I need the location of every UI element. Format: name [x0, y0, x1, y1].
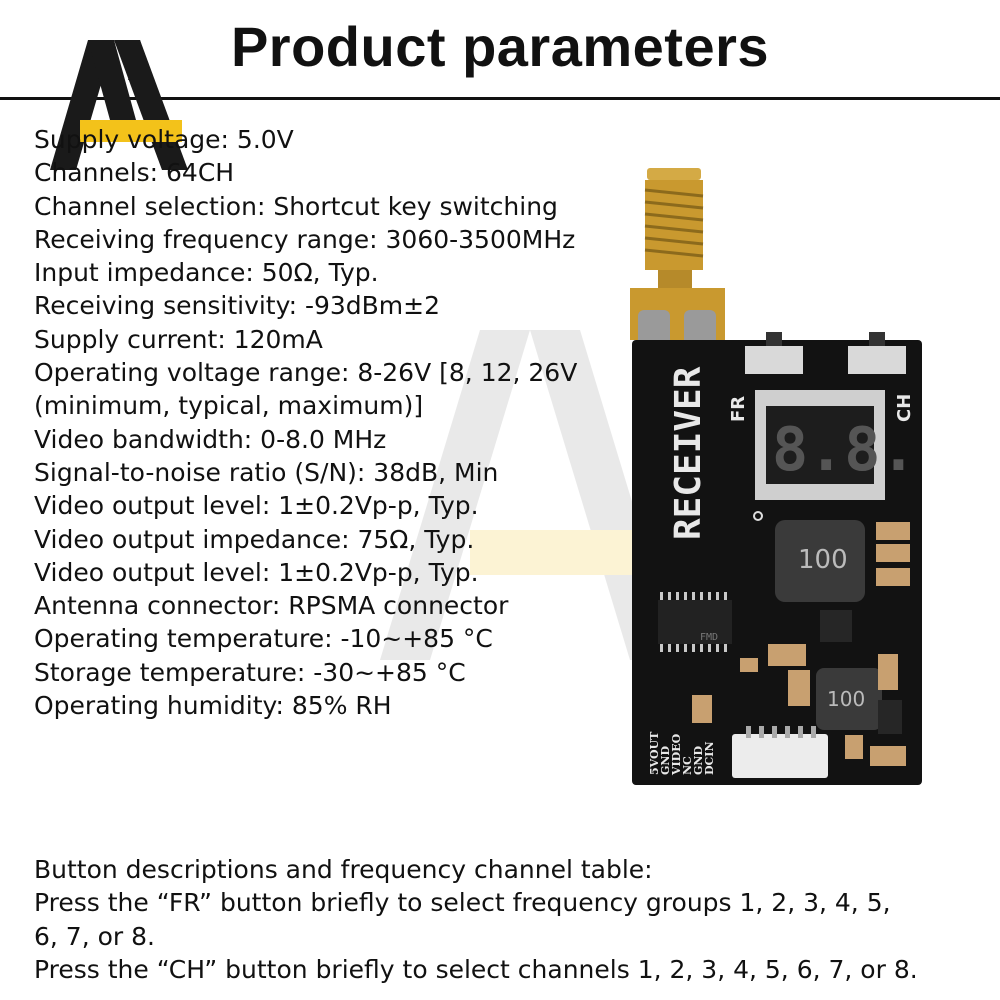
fr-description: Press the “FR” button briefly to select …: [34, 888, 891, 918]
spec-item: Video output level: 1±0.2Vp-p, Typ.: [34, 491, 479, 521]
receiver-board-image: RECEIVER FR CH 8.8. 100 100 FMD 5VOUT GN…: [630, 168, 922, 785]
spec-item: Video output level: 1±0.2Vp-p, Typ.: [34, 557, 479, 587]
spec-item: Supply voltage: 5.0V: [34, 125, 294, 154]
inductor-top-label: 100: [798, 545, 848, 575]
ch-button: [848, 346, 906, 374]
spec-item: Video bandwidth: 0-8.0 MHz: [34, 424, 387, 454]
pin-label: 5VOUT: [648, 731, 661, 775]
spec-item: Input impedance: 50Ω, Typ.: [34, 258, 379, 288]
spec-item: Channel selection: Shortcut key switchin…: [34, 191, 558, 221]
fr-button: [745, 346, 803, 374]
brand-logo: [50, 40, 188, 170]
spec-item: Receiving sensitivity: -93dBm±2: [34, 291, 441, 321]
spec-item: Storage temperature: -30~+85 °C: [34, 657, 466, 687]
spec-item: Antenna connector: RPSMA connector: [34, 591, 509, 621]
inductor-bottom-label: 100: [827, 687, 865, 711]
spec-item: Operating temperature: -10~+85 °C: [34, 624, 493, 654]
fr-description-cont: 6, 7, or 8.: [34, 921, 155, 951]
spec-list: Supply voltage: 5.0V Channels: 64CH Chan…: [34, 123, 577, 722]
display-digits: 8.8.: [772, 415, 917, 485]
pin-label: DCIN: [703, 742, 716, 776]
sma-connector: [630, 168, 725, 348]
pin-label: GND: [659, 746, 672, 775]
pin-label: VIDEO: [670, 733, 683, 776]
pin-label: NC: [681, 756, 694, 775]
ch-label: CH: [894, 394, 915, 422]
spec-item: Signal-to-noise ratio (S/N): 38dB, Min: [34, 457, 499, 487]
fr-label: FR: [728, 396, 749, 422]
inductor-top: [775, 520, 865, 602]
board-label: RECEIVER: [668, 366, 709, 540]
spec-item: Operating humidity: 85% RH: [34, 691, 392, 721]
pin-label: GND: [692, 746, 705, 775]
spec-item: (minimum, typical, maximum)]: [34, 391, 424, 421]
spec-item: Video output impedance: 75Ω, Typ.: [34, 524, 475, 554]
button-description: Button descriptions and frequency channe…: [34, 853, 974, 986]
title-divider: [0, 97, 1000, 100]
page-title: Product parameters: [230, 15, 770, 78]
spec-item: Operating voltage range: 8-26V [8, 12, 2…: [34, 358, 578, 388]
spec-item: Receiving frequency range: 3060-3500MHz: [34, 224, 576, 254]
jst-connector: [732, 734, 828, 778]
inductor-bottom: [816, 668, 882, 730]
chip-label: FMD: [700, 632, 718, 643]
ch-description: Press the “CH” button briefly to select …: [34, 954, 918, 984]
description-heading: Button descriptions and frequency channe…: [34, 855, 653, 884]
spec-item: Channels: 64CH: [34, 158, 235, 188]
ic-chip: [658, 600, 732, 644]
spec-item: Supply current: 120mA: [34, 324, 323, 354]
pin-labels: 5VOUT GND VIDEO NC GND DCIN: [648, 728, 716, 776]
